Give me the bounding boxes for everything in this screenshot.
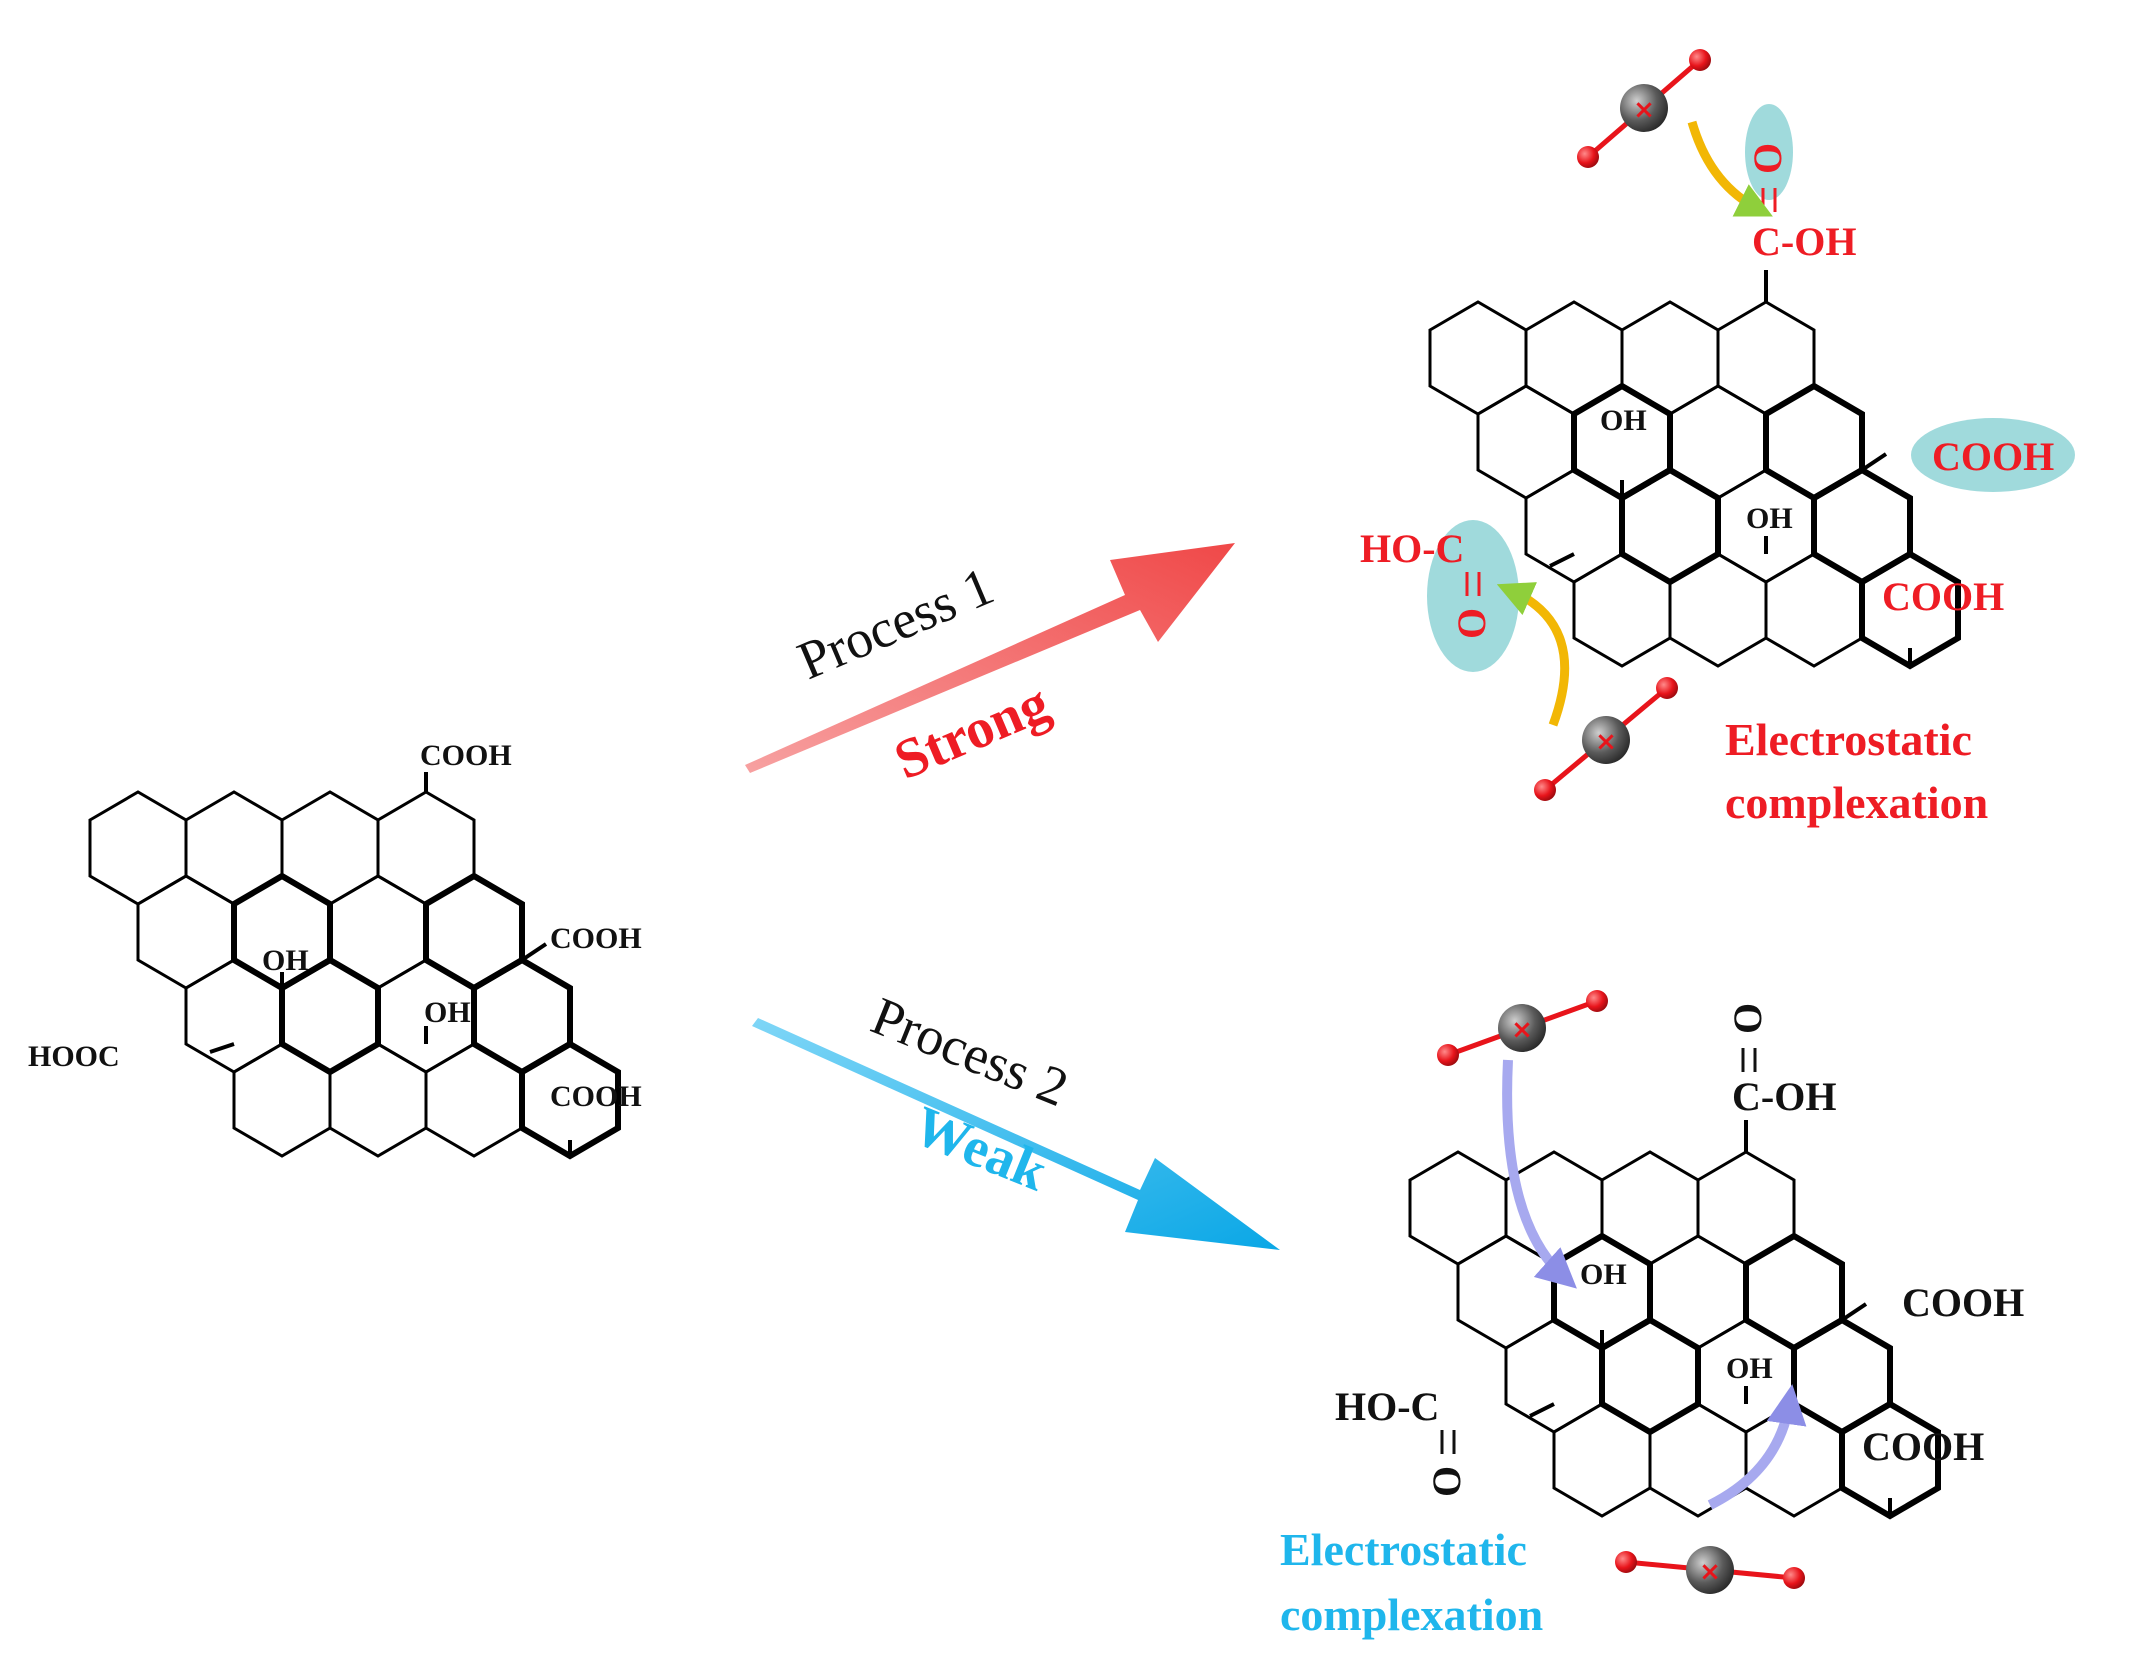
cooh-top-label: COOH bbox=[420, 739, 512, 772]
product-sheet-strong: C-OH O COOH COOH HO-C O OH OH bbox=[1360, 104, 2075, 672]
hooc-left-label: HOOC bbox=[28, 1040, 120, 1073]
o-left-label: O bbox=[1424, 1466, 1469, 1497]
ion-top-strong: × bbox=[1577, 49, 1711, 168]
source-sheet: COOH COOH COOH HOOC OH OH bbox=[28, 739, 642, 1156]
c-oh-top-label: C-OH bbox=[1752, 219, 1856, 264]
cooh-bottom-label: COOH bbox=[1862, 1424, 1984, 1469]
interaction-arrow-top bbox=[1687, 120, 1773, 217]
ion-top-weak: × bbox=[1437, 990, 1608, 1066]
highlight-ho-c-left bbox=[1427, 520, 1519, 672]
cooh-right-label: COOH bbox=[550, 922, 642, 955]
ion-bottom-weak: × bbox=[1615, 1546, 1805, 1594]
oh-label: OH bbox=[1746, 502, 1793, 535]
ion-bottom-strong: × bbox=[1534, 677, 1678, 801]
ho-c-left-label: HO-C bbox=[1335, 1384, 1439, 1429]
highlight-o-top bbox=[1745, 104, 1793, 200]
cooh-bottom-label: COOH bbox=[550, 1080, 642, 1113]
interaction-arrow-left bbox=[1496, 582, 1570, 727]
oh-label: OH bbox=[1600, 404, 1647, 437]
caption-strong-line2: complexation bbox=[1725, 777, 1988, 828]
svg-text:×: × bbox=[1699, 1557, 1721, 1587]
interaction-arrow-oh-2 bbox=[1707, 1384, 1807, 1510]
product-sheet-weak: C-OH O COOH COOH HO-C O OH OH bbox=[1335, 1003, 2024, 1516]
cooh-right-label: COOH bbox=[1902, 1280, 2024, 1325]
cooh-bottom-label: COOH bbox=[1882, 574, 2004, 619]
interaction-arrow-oh-1 bbox=[1502, 1059, 1577, 1289]
process-1-arrow bbox=[745, 543, 1235, 773]
strong-label: Strong bbox=[886, 672, 1058, 792]
c-oh-top-label: C-OH bbox=[1732, 1074, 1836, 1119]
o-top-label: O bbox=[1725, 1003, 1770, 1034]
oh-label: OH bbox=[1580, 1258, 1627, 1291]
ho-c-left-label: HO-C bbox=[1360, 526, 1464, 571]
oh-label: OH bbox=[262, 944, 309, 977]
weak-label: Weak bbox=[905, 1095, 1056, 1204]
oh-label: OH bbox=[1726, 1352, 1773, 1385]
caption-strong-line1: Electrostatic bbox=[1725, 714, 1972, 765]
process-2-label: Process 2 bbox=[864, 985, 1077, 1118]
process-2-arrow bbox=[752, 1018, 1280, 1250]
cooh-right-label: COOH bbox=[1932, 434, 2054, 479]
highlight-cooh-right bbox=[1911, 418, 2075, 492]
oh-label: OH bbox=[424, 996, 471, 1029]
o-left-label: O bbox=[1449, 608, 1494, 639]
caption-weak-line1: Electrostatic bbox=[1280, 1524, 1527, 1575]
o-top-label: O bbox=[1745, 143, 1790, 174]
svg-text:×: × bbox=[1595, 727, 1617, 757]
svg-text:×: × bbox=[1511, 1015, 1533, 1045]
svg-text:×: × bbox=[1633, 95, 1655, 125]
caption-weak-line2: complexation bbox=[1280, 1589, 1543, 1640]
